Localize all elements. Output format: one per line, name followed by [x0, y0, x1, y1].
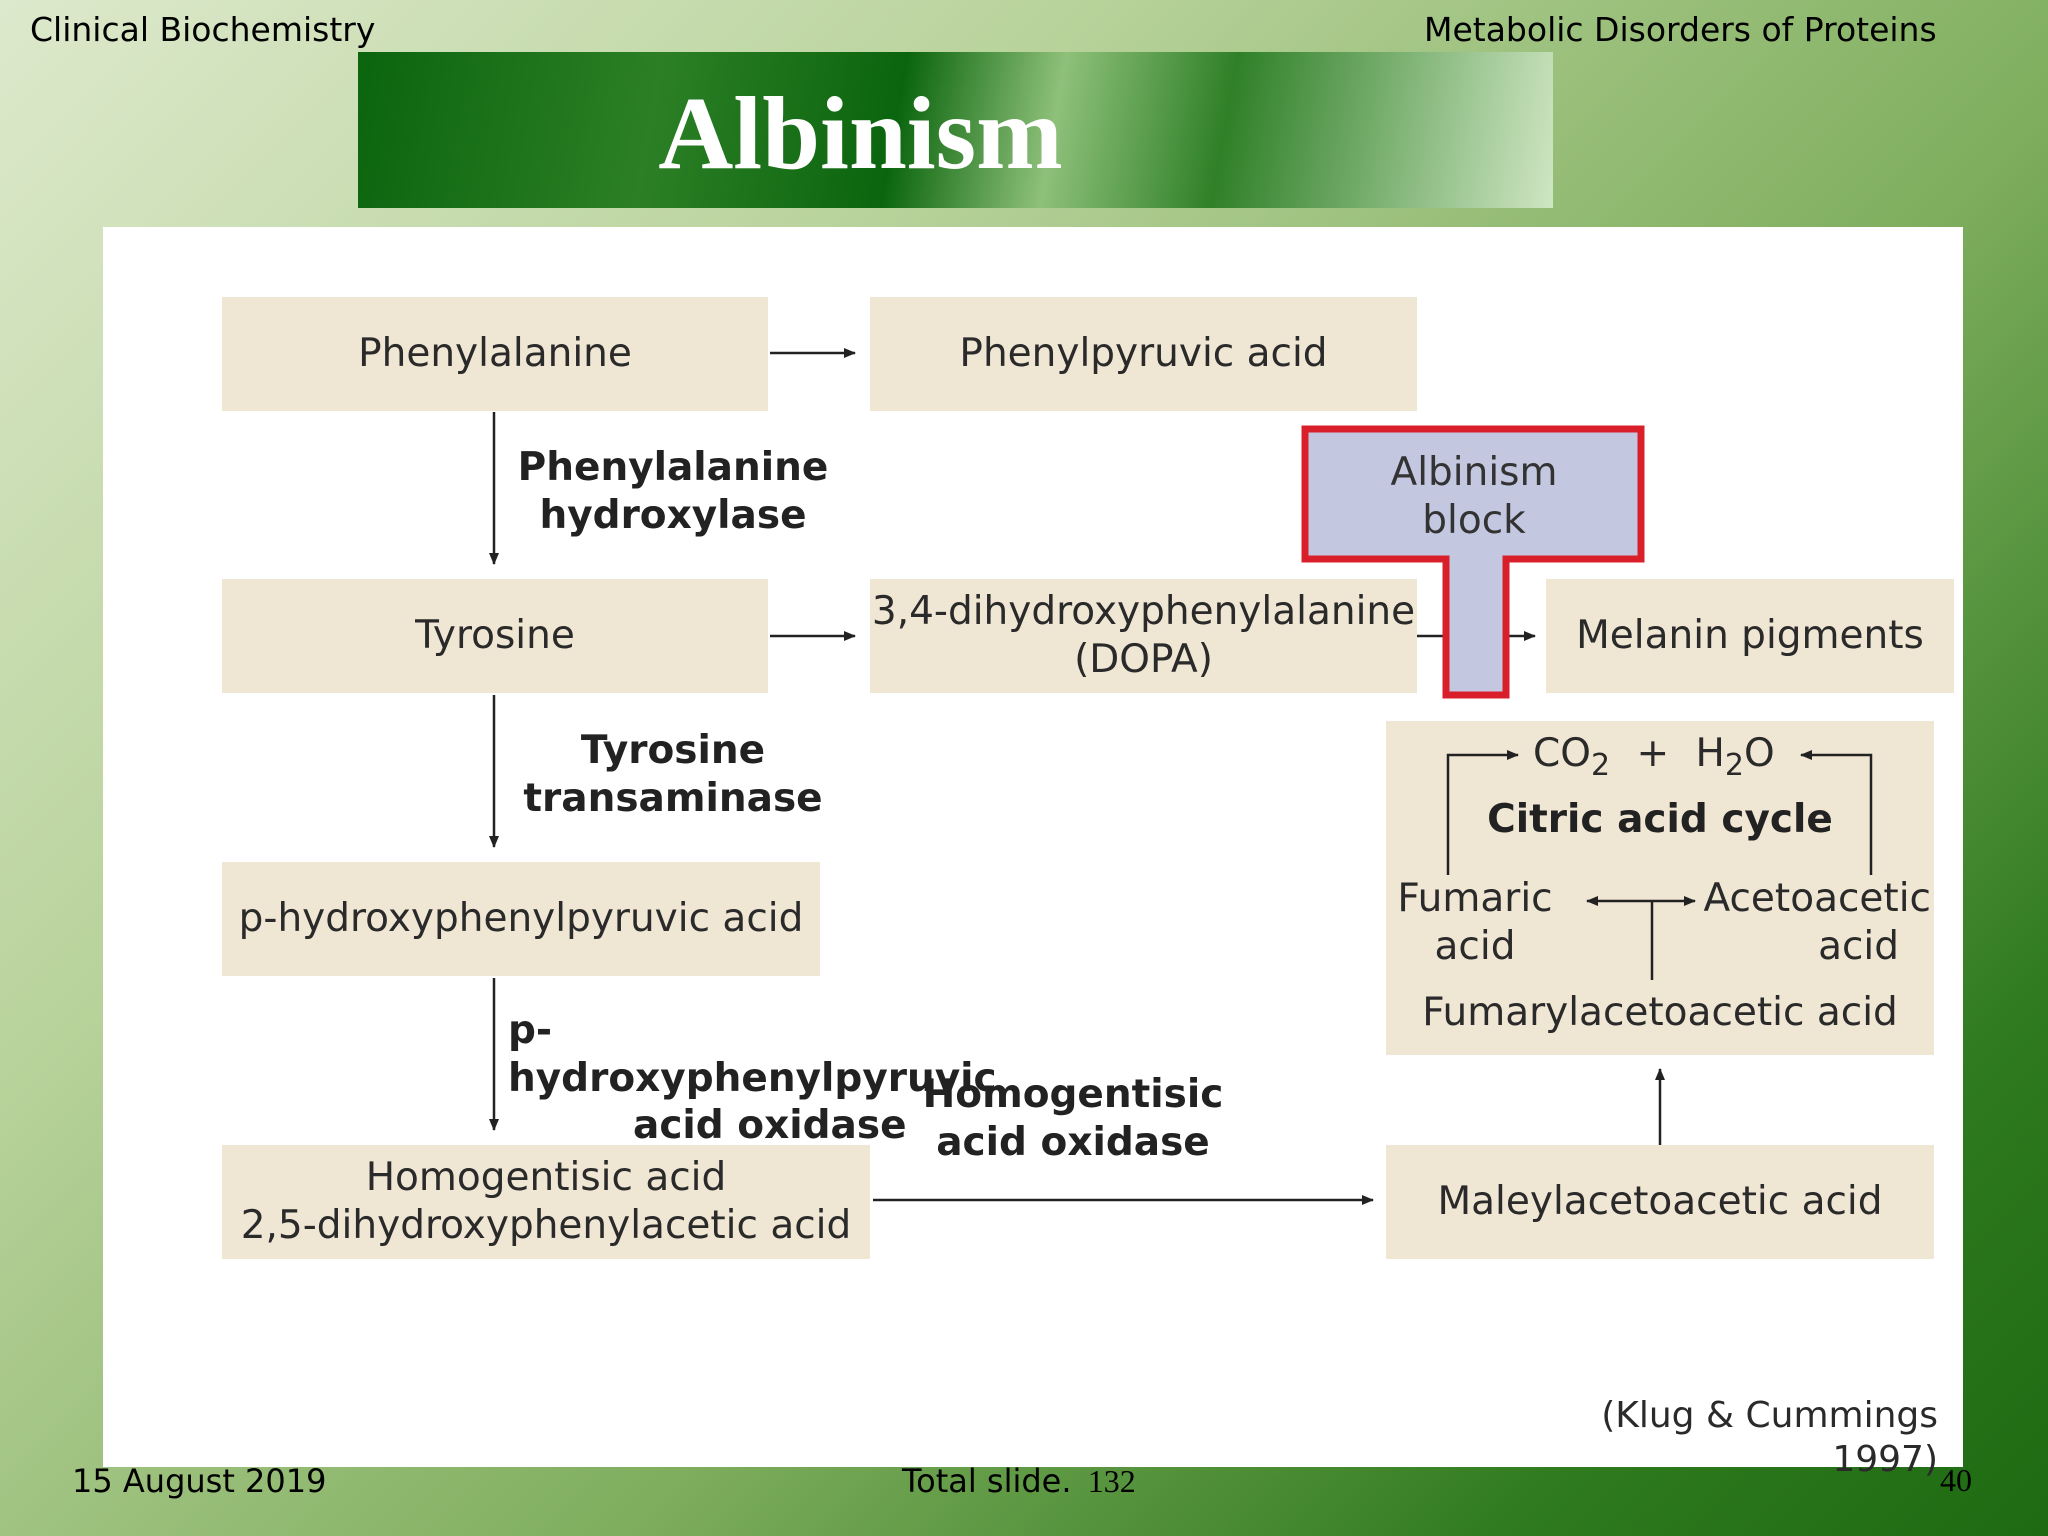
node-dopa: 3,4-dihydroxyphenylalanine (DOPA) [870, 579, 1417, 693]
albinism-block-label: Albinism block [1319, 449, 1629, 544]
block-line: Albinism [1390, 450, 1558, 495]
enzyme-line: Homogentisic [922, 1072, 1224, 1117]
citation: (Klug & Cummings 1997) [1601, 1395, 1938, 1480]
co2-subscript: 2 [1590, 747, 1611, 783]
node-p-hydroxyphenylpyruvic-acid: p-hydroxyphenylpyruvic acid [222, 862, 820, 976]
node-phenylpyruvic-acid: Phenylpyruvic acid [870, 297, 1417, 411]
enzyme-line: hydroxylase [539, 492, 807, 538]
footer-page-number: 40 [1940, 1462, 1972, 1498]
footer-total-count: 132 [1087, 1463, 1136, 1499]
header-left: Clinical Biochemistry [30, 10, 376, 49]
enzyme-line: p-hydroxyphenylpyruvic [508, 1008, 997, 1101]
footer-total-label: Total slide. [902, 1462, 1072, 1500]
node-line: Homogentisic acid [365, 1155, 727, 1201]
node-maleylacetoacetic-acid: Maleylacetoacetic acid [1386, 1145, 1934, 1259]
node-line: acid [1818, 923, 1899, 969]
enzyme-line: acid oxidase [633, 1103, 907, 1149]
enzyme-phenylalanine-hydroxylase: Phenylalanine hydroxylase [513, 444, 833, 539]
acetoacetic-acid-label: Acetoacetic acid [1703, 875, 1932, 970]
co2-h2o-label: CO2 + H2O [1533, 730, 1775, 784]
enzyme-hppa-oxidase: p-hydroxyphenylpyruvic acid oxidase [508, 1007, 1018, 1150]
node-phenylalanine: Phenylalanine [222, 297, 768, 411]
citric-acid-cycle-label: Citric acid cycle [1487, 797, 1833, 842]
fumarylacetoacetic-acid-label: Fumarylacetoacetic acid [1422, 990, 1898, 1035]
slide-title: Albinism [658, 76, 1063, 191]
header-right: Metabolic Disorders of Proteins [1424, 10, 1937, 49]
h2o-o: O [1743, 731, 1775, 776]
node-line: Acetoacetic [1703, 876, 1932, 921]
footer-total: Total slide. 132 [902, 1462, 1136, 1500]
block-line: block [1422, 497, 1526, 543]
enzyme-tyrosine-transaminase: Tyrosine transaminase [513, 727, 833, 822]
node-homogentisic-acid: Homogentisic acid 2,5-dihydroxyphenylace… [222, 1145, 870, 1259]
node-line: Fumaric [1397, 876, 1553, 921]
co2-text: CO [1533, 731, 1591, 776]
plus-sign: + [1636, 731, 1670, 776]
node-line: 3,4-dihydroxyphenylalanine [871, 589, 1416, 635]
fumaric-acid-label: Fumaric acid [1395, 875, 1555, 970]
citric-acid-cycle-box [1386, 721, 1934, 1055]
title-banner: Albinism [358, 52, 1553, 208]
enzyme-line: Tyrosine [580, 728, 766, 773]
enzyme-line: transaminase [523, 775, 823, 821]
enzyme-line: acid oxidase [936, 1119, 1210, 1165]
h2o-subscript: 2 [1724, 747, 1744, 783]
node-line: acid [1434, 923, 1516, 969]
node-line: (DOPA) [1074, 637, 1213, 682]
albinism-block [1301, 425, 1645, 699]
footer-date: 15 August 2019 [72, 1462, 327, 1500]
enzyme-line: Phenylalanine [517, 445, 829, 490]
enzyme-homogentisic-acid-oxidase: Homogentisic acid oxidase [913, 1071, 1233, 1166]
node-melanin-pigments: Melanin pigments [1546, 579, 1954, 693]
node-line: 2,5-dihydroxyphenylacetic acid [240, 1203, 852, 1248]
pathway-diagram: Phenylalanine Phenylpyruvic acid Phenyla… [103, 227, 1963, 1480]
h2o-h: H [1695, 731, 1725, 776]
citric-arrows [1446, 750, 1873, 980]
node-tyrosine: Tyrosine [222, 579, 768, 693]
